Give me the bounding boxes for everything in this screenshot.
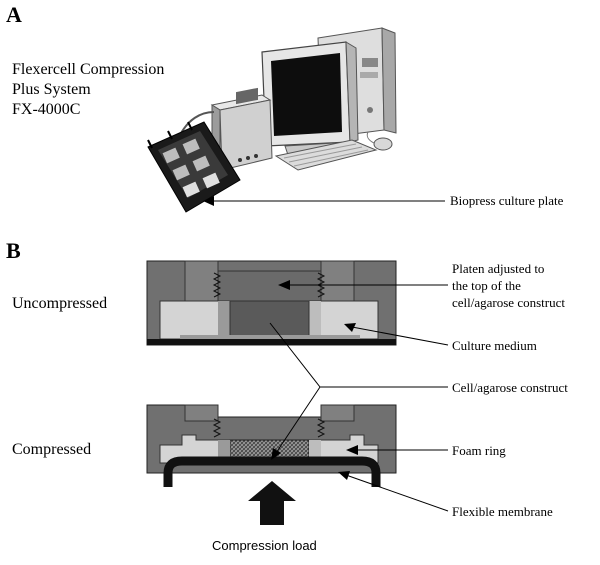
system-title-line-2: Plus System [12, 81, 91, 98]
system-title: Flexercell Compression Plus System FX-40… [12, 60, 164, 120]
biopress-callout: Biopress culture plate [450, 193, 564, 208]
compressed-device [146, 404, 397, 487]
computer-monitor-icon [261, 41, 359, 156]
biopress-plate-icon [147, 121, 241, 213]
panel-b-label: B [6, 238, 21, 263]
platen-callout-line-3: cell/agarose construct [452, 295, 565, 310]
medium-callout: Culture medium [452, 338, 537, 353]
platen-callout-line-1: Platen adjusted to [452, 261, 545, 276]
construct-callout: Cell/agarose construct [452, 380, 568, 395]
schematic [146, 260, 449, 525]
mouse-icon [366, 131, 393, 151]
uncompressed-device [146, 260, 397, 346]
foam-callout: Foam ring [452, 443, 506, 458]
up-arrow-icon [248, 481, 296, 525]
system-title-line-1: Flexercell Compression [12, 61, 165, 78]
platen-callout-line-2: the top of the [452, 278, 521, 293]
uncompressed-label: Uncompressed [12, 295, 108, 312]
compression-load-label: Compression load [212, 538, 317, 553]
equipment-photo [147, 27, 445, 213]
keyboard-icon [274, 139, 378, 171]
panel-a-label: A [6, 2, 22, 27]
membrane-callout: Flexible membrane [452, 504, 553, 519]
system-title-line-3: FX-4000C [12, 101, 81, 118]
platen-callout: Platen adjusted to the top of the cell/a… [452, 260, 565, 311]
compressed-label: Compressed [12, 441, 92, 458]
